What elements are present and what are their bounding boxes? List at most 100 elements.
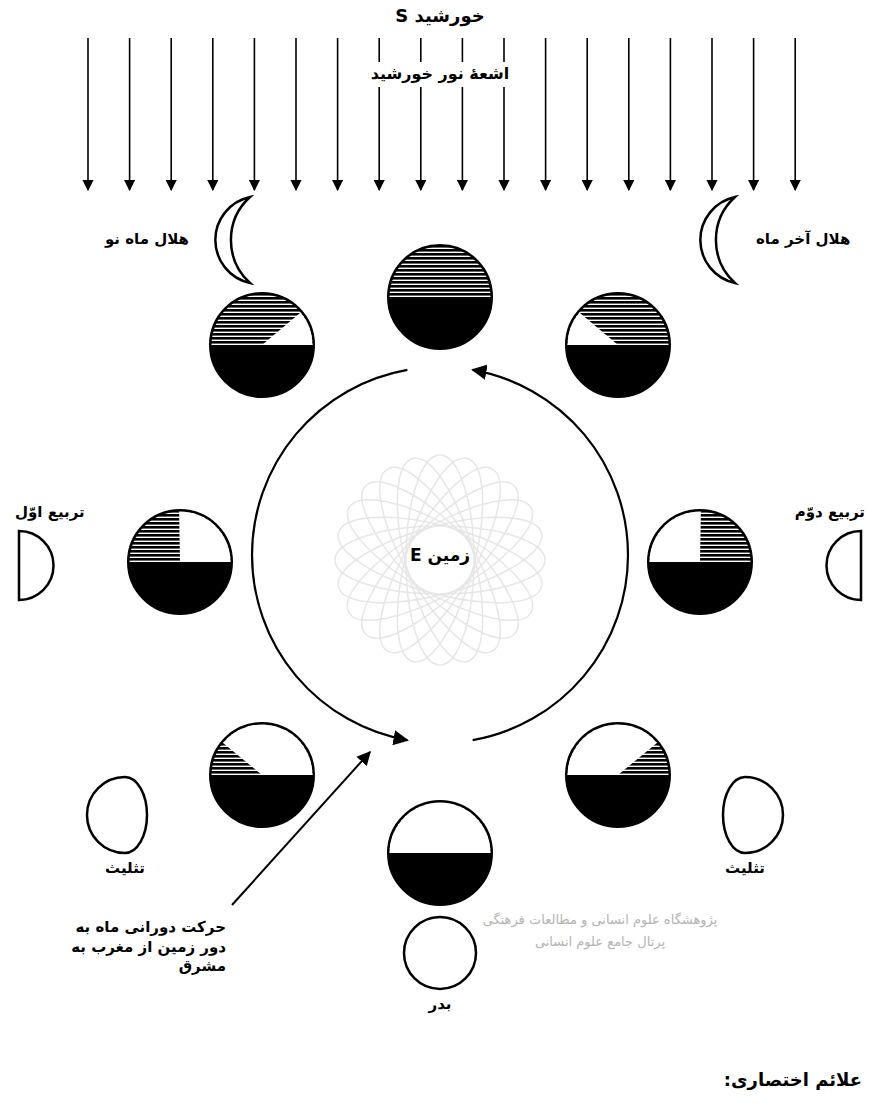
label-wrap: پژوهشگاه علوم انسانی و مطالعات فرهنگی (483, 912, 718, 929)
watermark-petal (330, 500, 550, 620)
sun-ray (794, 38, 796, 190)
sun-ray (628, 38, 630, 190)
watermark-petal (332, 478, 548, 642)
moon-visible-lit (179, 512, 230, 562)
watermark-logo (330, 450, 550, 670)
watermark-petal (406, 455, 474, 665)
legend-heading: علائم اختصاری: (724, 1068, 862, 1091)
label-wrap: علائم اختصاری: (724, 1068, 862, 1091)
rays-label: اشعهٔ نور خورشید (361, 62, 520, 87)
moon-visible-lit (262, 313, 313, 345)
moon-lit-hidden (650, 512, 751, 563)
phase-shape (85, 775, 165, 855)
orbit-motion-note: حرکت دورانی ماه به دور زمین از مغرب به م… (51, 918, 226, 977)
moon-disc (566, 293, 670, 397)
moon-disc (128, 510, 232, 614)
sun-ray (545, 38, 547, 190)
moon-dark-side (648, 510, 752, 614)
phase-shape (680, 195, 750, 285)
phase-label-wrap: بدر (429, 995, 452, 1015)
moon-disc (210, 293, 314, 397)
moon-visible-lit (568, 725, 657, 776)
phase-label-wrap: تربیع دوّم (795, 503, 865, 523)
sun-ray (420, 38, 422, 190)
sun-ray (711, 38, 713, 190)
sun-ray (129, 38, 131, 190)
sun-ray (378, 38, 380, 190)
watermark-petal (342, 462, 539, 659)
leader-arrow (232, 752, 370, 905)
watermark-text: پژوهشگاه علوم انسانی و مطالعات فرهنگی (483, 912, 718, 929)
earth-orbit: E زمین (250, 365, 630, 745)
quarter-phase: تربیع دوّم (815, 528, 865, 603)
sun-rays (88, 38, 795, 190)
moon-visible-lit (390, 803, 491, 853)
sun-ray (503, 38, 505, 190)
phase-label: هلال ماه نو (105, 230, 189, 250)
moon-dark-side (128, 510, 232, 614)
moon-disc (388, 801, 492, 905)
moon-visible-lit (223, 725, 312, 776)
watermark-petal (358, 452, 522, 668)
sun-ray (670, 38, 672, 190)
moon-positions (128, 245, 752, 905)
moon-appearance (404, 917, 476, 989)
watermark-petal (330, 500, 550, 620)
sun-ray (170, 38, 172, 190)
moon-disc (388, 245, 492, 349)
phase-label-wrap: تثلیث (105, 859, 145, 879)
moon-appearance (215, 197, 250, 283)
moon-lit-hidden (212, 295, 313, 346)
watermark-petal (380, 450, 500, 670)
moon-appearance (700, 197, 735, 283)
watermark-petal (358, 452, 522, 668)
phase-label-wrap: تثلیث (725, 859, 765, 879)
moon-visible-lit (568, 313, 619, 345)
phase-label-wrap: هلال آخر ماه (756, 230, 850, 250)
moon-dark-side (566, 723, 670, 827)
sun-ray (295, 38, 297, 190)
moon-lit-hidden (390, 803, 491, 854)
phase-shape (705, 775, 785, 855)
moon-appearance (87, 777, 147, 853)
sun-ray (254, 38, 256, 190)
sun-ray (586, 38, 588, 190)
label-wrap: پرتال جامع علوم انسانی (535, 934, 665, 951)
moon-dark-side (210, 293, 314, 397)
label-wrap: حرکت دورانی ماه به دور زمین از مغرب به م… (51, 918, 226, 977)
moon-appearance (723, 777, 783, 853)
sun-ray (753, 38, 755, 190)
phase-label: E زمین (410, 544, 470, 566)
sun-ray (87, 38, 89, 190)
sun-ray (337, 38, 339, 190)
label-wrap: اشعهٔ نور خورشید (361, 62, 520, 87)
phase-label: تربیع دوّم (795, 503, 865, 523)
orbit-arc (473, 370, 628, 740)
quarter-phase: تربیع اوّل (15, 528, 65, 603)
label-wrap: S خورشید (395, 4, 484, 27)
sun-label: S خورشید (395, 4, 484, 27)
crescent-phase: هلال آخر ماه (680, 195, 750, 285)
moon-disc (210, 723, 314, 827)
phase-shape (402, 915, 478, 991)
phase-label-wrap: هلال ماه نو (105, 230, 189, 250)
moon-disc (566, 723, 670, 827)
gibbous-phase: تثلیث (85, 775, 165, 855)
gibbous-phase: تثلیث (705, 775, 785, 855)
moon-lit-hidden (568, 725, 669, 776)
orbit-arc (252, 370, 407, 740)
moon-visible-lit (650, 512, 701, 562)
moon-appearance (19, 531, 54, 600)
moon-dark-side (210, 723, 314, 827)
phase-label: بدر (429, 995, 452, 1015)
moon-lit-hidden (130, 512, 231, 563)
moon-lit-hidden (212, 725, 313, 776)
phase-label-wrap: E زمین (410, 544, 470, 566)
full-moon-phase: بدر (402, 915, 478, 991)
sun-ray (212, 38, 214, 190)
watermark-text: پرتال جامع علوم انسانی (535, 934, 665, 951)
phase-shape (815, 528, 865, 603)
phase-shape (15, 528, 65, 603)
crescent-phase: هلال ماه نو (195, 195, 265, 285)
